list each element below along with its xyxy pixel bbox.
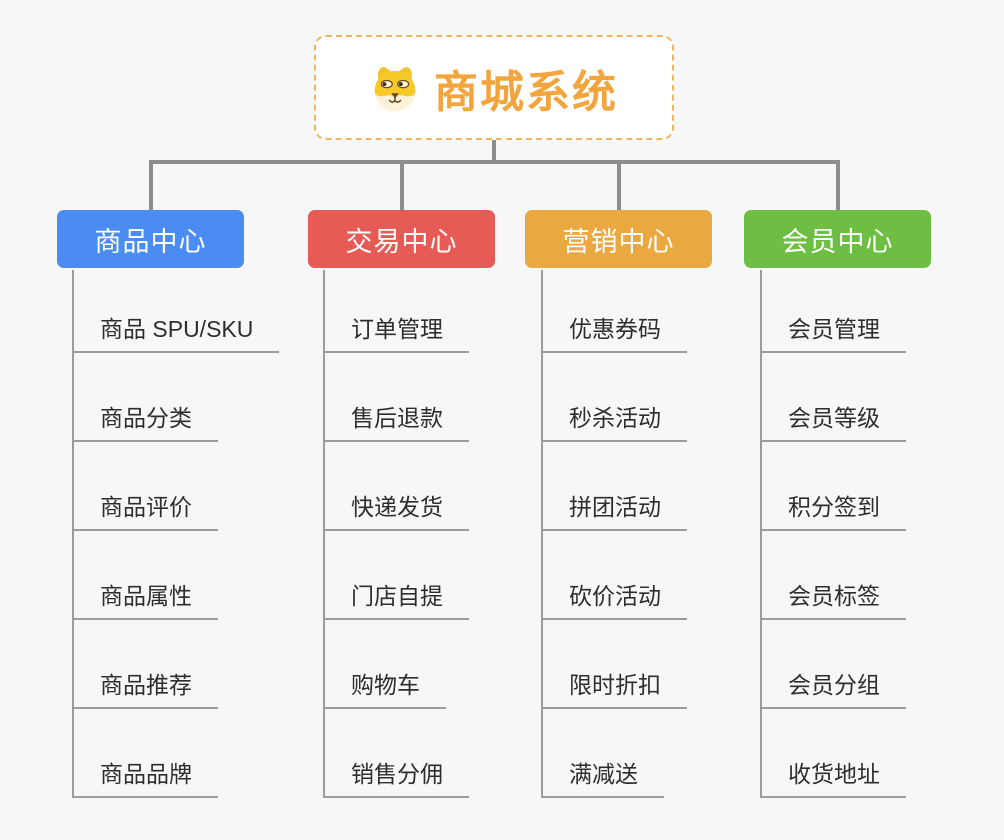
child-topic-member-groups[interactable]: 会员分组 <box>762 620 906 709</box>
branch-label: 商品中心 <box>94 226 207 257</box>
child-topic-label: 销售分佣 <box>351 761 443 788</box>
branch-header-member-center[interactable]: 会员中心 <box>744 210 931 268</box>
connector-drop-marketing <box>617 160 621 210</box>
child-topic-product-attribute[interactable]: 商品属性 <box>74 531 218 620</box>
child-topic-label: 购物车 <box>351 672 420 699</box>
branch-label: 交易中心 <box>345 226 458 257</box>
child-topic-label: 商品属性 <box>100 583 192 610</box>
child-topic-group-buy[interactable]: 拼团活动 <box>543 442 687 531</box>
child-topic-member-management[interactable]: 会员管理 <box>762 270 906 353</box>
child-topic-label: 商品品牌 <box>100 761 192 788</box>
child-topic-label: 售后退款 <box>351 405 443 432</box>
child-topic-label: 秒杀活动 <box>569 405 661 432</box>
branch-header-trade-center[interactable]: 交易中心 <box>308 210 495 268</box>
child-topic-product-spu-sku[interactable]: 商品 SPU/SKU <box>74 270 280 353</box>
child-topic-label: 砍价活动 <box>569 583 661 610</box>
dog-face-icon <box>374 66 416 111</box>
child-topic-product-brand[interactable]: 商品品牌 <box>74 709 218 798</box>
connector-drop-member <box>836 160 840 210</box>
child-topic-store-pickup[interactable]: 门店自提 <box>325 531 469 620</box>
branch-header-product-center[interactable]: 商品中心 <box>57 210 244 268</box>
child-topic-label: 门店自提 <box>351 583 443 610</box>
child-topic-label: 会员标签 <box>788 583 880 610</box>
child-topic-product-recommend[interactable]: 商品推荐 <box>74 620 218 709</box>
child-topic-label: 商品评价 <box>100 494 192 521</box>
connector-root-drop <box>492 140 496 162</box>
child-topic-label: 商品 SPU/SKU <box>100 316 254 343</box>
child-topic-sales-commission[interactable]: 销售分佣 <box>325 709 469 798</box>
connector-drop-product <box>149 160 153 210</box>
child-topic-member-level[interactable]: 会员等级 <box>762 353 906 442</box>
child-column-product-center: 商品 SPU/SKU 商品分类 商品评价 商品属性 商品推荐 商品品牌 <box>72 270 280 798</box>
child-topic-order-management[interactable]: 订单管理 <box>325 270 469 353</box>
child-topic-bargain-activity[interactable]: 砍价活动 <box>543 531 687 620</box>
child-topic-product-review[interactable]: 商品评价 <box>74 442 218 531</box>
branch-label: 会员中心 <box>781 226 894 257</box>
child-column-trade-center: 订单管理 售后退款 快递发货 门店自提 购物车 销售分佣 <box>323 270 469 798</box>
child-topic-label: 限时折扣 <box>569 672 661 699</box>
connector-drop-trade <box>400 160 404 210</box>
child-column-marketing-center: 优惠券码 秒杀活动 拼团活动 砍价活动 限时折扣 满减送 <box>541 270 687 798</box>
child-topic-aftersale-refund[interactable]: 售后退款 <box>325 353 469 442</box>
child-topic-flash-sale[interactable]: 秒杀活动 <box>543 353 687 442</box>
root-topic[interactable]: 商城系统 <box>314 35 674 140</box>
child-column-member-center: 会员管理 会员等级 积分签到 会员标签 会员分组 收货地址 <box>760 270 906 798</box>
child-topic-coupon-code[interactable]: 优惠券码 <box>543 270 687 353</box>
branch-label: 营销中心 <box>562 226 675 257</box>
connector-bus <box>149 160 840 164</box>
child-topic-label: 拼团活动 <box>569 494 661 521</box>
child-topic-label: 商品分类 <box>100 405 192 432</box>
child-topic-label: 会员分组 <box>788 672 880 699</box>
child-topic-label: 满减送 <box>569 761 638 788</box>
child-topic-label: 积分签到 <box>788 494 880 521</box>
child-topic-label: 订单管理 <box>351 316 443 343</box>
child-topic-shipping-address[interactable]: 收货地址 <box>762 709 906 798</box>
child-topic-label: 收货地址 <box>788 761 880 788</box>
child-topic-label: 快递发货 <box>351 494 443 521</box>
child-topic-points-checkin[interactable]: 积分签到 <box>762 442 906 531</box>
root-topic-label: 商城系统 <box>434 67 618 117</box>
child-topic-express-delivery[interactable]: 快递发货 <box>325 442 469 531</box>
child-topic-member-tags[interactable]: 会员标签 <box>762 531 906 620</box>
child-topic-label: 会员等级 <box>788 405 880 432</box>
child-topic-product-category[interactable]: 商品分类 <box>74 353 218 442</box>
child-topic-limited-time-discount[interactable]: 限时折扣 <box>543 620 687 709</box>
child-topic-label: 优惠券码 <box>569 316 661 343</box>
child-topic-spend-and-save[interactable]: 满减送 <box>543 709 664 798</box>
branch-header-marketing-center[interactable]: 营销中心 <box>525 210 712 268</box>
child-topic-shopping-cart[interactable]: 购物车 <box>325 620 446 709</box>
child-topic-label: 商品推荐 <box>100 672 192 699</box>
child-topic-label: 会员管理 <box>788 316 880 343</box>
